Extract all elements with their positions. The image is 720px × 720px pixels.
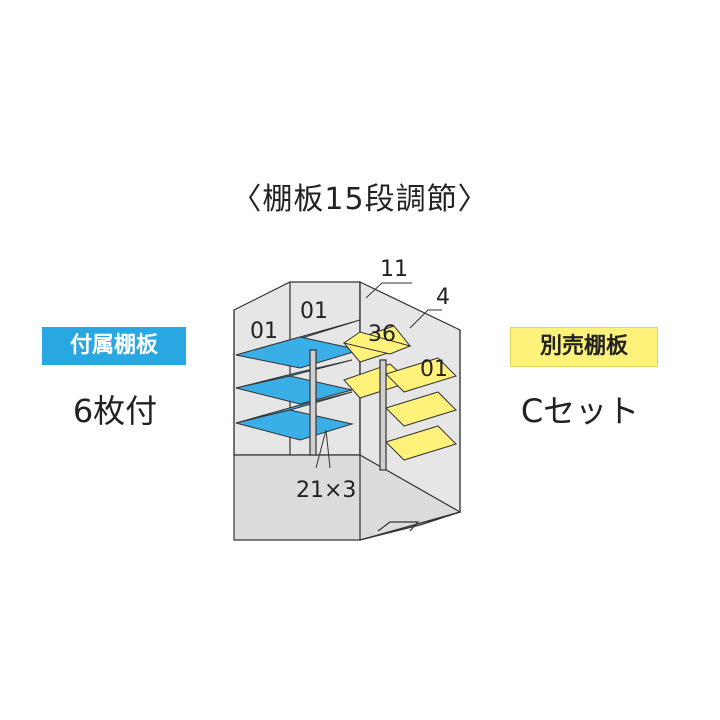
label-four: 4	[436, 285, 450, 310]
post	[309, 349, 317, 456]
floor	[233, 454, 462, 541]
frame-lines	[233, 282, 461, 541]
page-title: 〈棚板15段調節〉	[231, 182, 489, 217]
shelf-code-center: 01	[300, 299, 328, 324]
leader-lines	[315, 282, 442, 469]
label-multiplier: 21×3	[296, 478, 356, 503]
yellow-shelf	[385, 391, 457, 427]
post	[379, 359, 387, 471]
label-eleven: 11	[380, 257, 408, 282]
support-posts	[309, 349, 387, 471]
sold-separately-badge: 別売棚板	[510, 327, 658, 367]
yellow-shelf	[385, 357, 457, 393]
included-shelves-badge: 付属棚板	[42, 327, 186, 365]
shelf-code-left: 01	[250, 319, 278, 344]
included-shelves	[235, 319, 361, 441]
included-shelves-count: 6枚付	[72, 392, 158, 430]
sold-shelves	[342, 325, 457, 461]
yellow-shelf	[385, 425, 457, 461]
blue-shelf	[235, 409, 354, 441]
yellow-shelf	[342, 331, 412, 355]
shelf-code-right: 01	[420, 357, 448, 382]
blue-shelf	[235, 375, 353, 405]
label-thirty-six: 36	[368, 322, 396, 347]
sold-separately-set: Cセット	[520, 392, 640, 430]
